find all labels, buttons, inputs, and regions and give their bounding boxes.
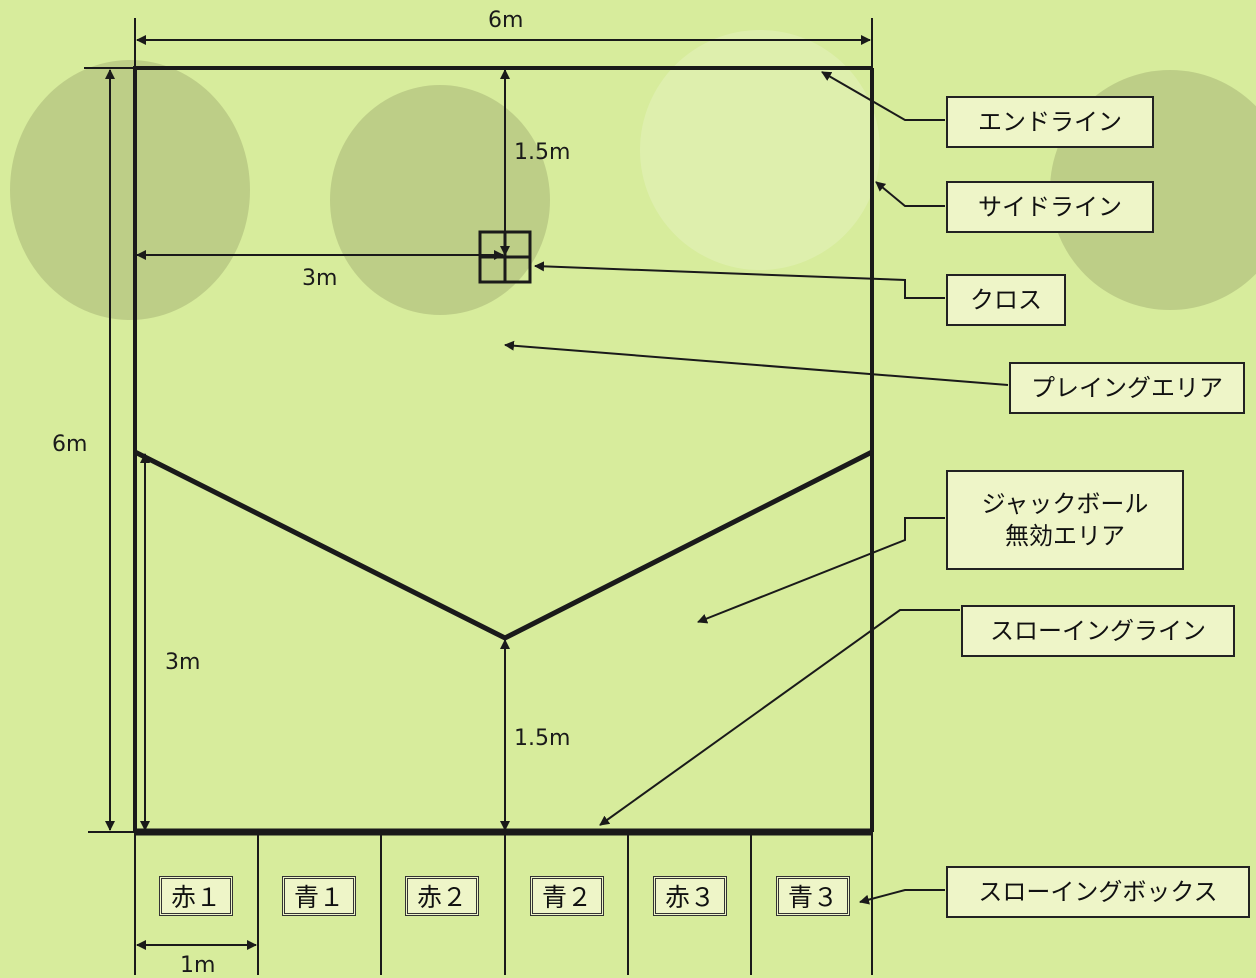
dim-v-apex: 1.5m [514,726,571,751]
label-jack-invalid-area: ジャックボール 無効エリア [946,470,1184,570]
throwing-box-blue-1: 青１ [282,876,356,916]
label-side-line: サイドライン [946,181,1154,233]
v-line [133,449,874,641]
label-cross: クロス [946,274,1066,326]
label-playing-area: プレイングエリア [1009,362,1245,414]
label-end-line: エンドライン [946,96,1154,148]
label-throwing-box: スローイングボックス [946,866,1250,918]
dim-court-length: 6m [52,432,88,457]
throwing-box-blue-3: 青３ [776,876,850,916]
throwing-box-red-3: 赤３ [653,876,727,916]
throwing-box-red-2: 赤２ [405,876,479,916]
label-jack-invalid-line1: ジャックボール [981,489,1149,518]
dim-cross-from-end: 1.5m [514,140,571,165]
dim-court-width: 6m [488,8,524,33]
background-balls [10,30,1256,320]
throwing-box-red-1: 赤１ [159,876,233,916]
dim-cross-from-side: 3m [302,266,338,291]
dimension-arrows [105,35,871,950]
throwing-box-blue-2: 青２ [530,876,604,916]
dim-box-width: 1m [180,953,216,978]
throwing-box-dividers [134,832,873,975]
callout-pointers [504,71,1009,905]
label-jack-invalid-line2: 無効エリア [1005,522,1125,550]
label-throwing-line: スローイングライン [961,605,1235,657]
dim-v-depth: 3m [165,650,201,675]
